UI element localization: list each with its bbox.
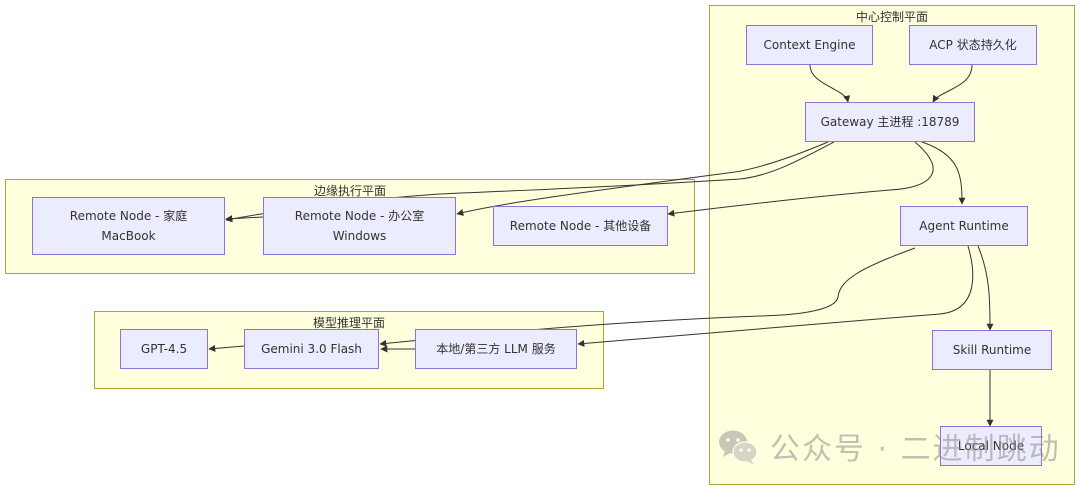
gpt-label: GPT-4.5 [140, 342, 188, 356]
acp-state-node[interactable]: ACP 状态持久化 [909, 25, 1037, 65]
remote-node-other-label: Remote Node - 其他设备 [509, 219, 652, 233]
remote-node-office[interactable]: Remote Node - 办公室 Windows [263, 197, 456, 255]
skill-runtime-label: Skill Runtime [952, 343, 1032, 357]
gateway-label: Gateway 主进程 :18789 [820, 115, 960, 129]
cluster-model-inference-plane-label: 模型推理平面 [312, 316, 385, 330]
skill-runtime-node[interactable]: Skill Runtime [932, 330, 1052, 370]
cluster-control-plane-label: 中心控制平面 [855, 10, 928, 24]
agent-runtime-label: Agent Runtime [919, 219, 1009, 233]
watermark-text: 公众号 · 二进制跳动 [770, 432, 1061, 467]
llm-service-label: 本地/第三方 LLM 服务 [436, 342, 556, 356]
agent-runtime-node[interactable]: Agent Runtime [900, 206, 1028, 246]
llm-service-node[interactable]: 本地/第三方 LLM 服务 [415, 329, 577, 369]
gemini-label: Gemini 3.0 Flash [261, 342, 362, 356]
gateway-node[interactable]: Gateway 主进程 :18789 [805, 102, 975, 142]
remote-node-office-line2: Windows [332, 229, 387, 243]
acp-state-label: ACP 状态持久化 [929, 38, 1017, 52]
remote-node-home-line2: MacBook [101, 229, 156, 243]
gpt-node[interactable]: GPT-4.5 [120, 329, 208, 369]
local-node-label: Local Node [957, 439, 1025, 453]
remote-node-home-line1: Remote Node - 家庭 [69, 209, 188, 223]
remote-node-other[interactable]: Remote Node - 其他设备 [493, 206, 668, 246]
watermark: 公众号 · 二进制跳动 [716, 424, 1061, 468]
remote-node-office-line1: Remote Node - 办公室 [294, 209, 425, 223]
remote-node-home[interactable]: Remote Node - 家庭 MacBook [32, 197, 225, 255]
wechat-icon [719, 430, 758, 465]
context-engine-node[interactable]: Context Engine [746, 25, 873, 65]
gemini-node[interactable]: Gemini 3.0 Flash [244, 329, 379, 369]
context-engine-label: Context Engine [763, 38, 856, 52]
local-node-node[interactable]: Local Node [940, 426, 1042, 466]
